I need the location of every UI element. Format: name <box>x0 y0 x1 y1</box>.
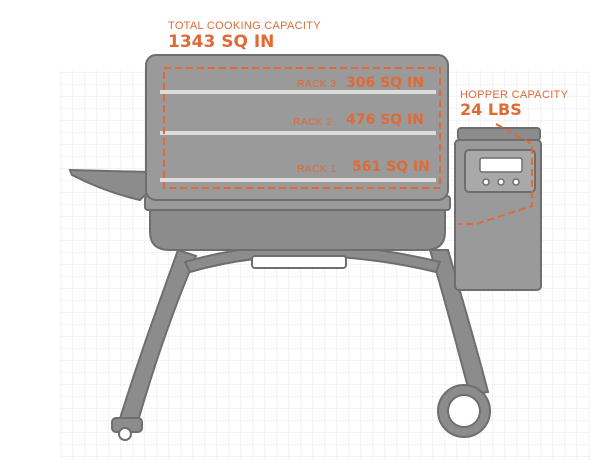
hopper-area-outline <box>458 123 533 225</box>
rack-3-label: RACK 3 <box>297 78 337 90</box>
total-capacity-label: TOTAL COOKING CAPACITY <box>168 20 321 32</box>
cooking-area-outline <box>163 67 441 189</box>
grease-tray <box>251 255 347 269</box>
rack-1-label: RACK 1 <box>297 163 337 175</box>
hopper-capacity-value: 24 LBS <box>460 100 522 119</box>
caster-icon <box>111 417 143 441</box>
wheel-icon <box>437 384 491 438</box>
rack-1-value: 561 SQ IN <box>352 159 430 175</box>
total-capacity-value: 1343 SQ IN <box>168 32 275 52</box>
rack-3-value: 306 SQ IN <box>346 75 424 91</box>
rack-lines <box>160 90 436 182</box>
side-shelf <box>68 168 151 202</box>
hopper-lid <box>457 127 541 141</box>
controller-buttons <box>482 178 520 186</box>
rack-2-value: 476 SQ IN <box>346 112 424 128</box>
hopper-capacity-label: HOPPER CAPACITY <box>460 89 569 101</box>
grill-body <box>149 199 446 251</box>
rack-2-label: RACK 2 <box>293 116 333 128</box>
controller-display <box>479 157 523 173</box>
